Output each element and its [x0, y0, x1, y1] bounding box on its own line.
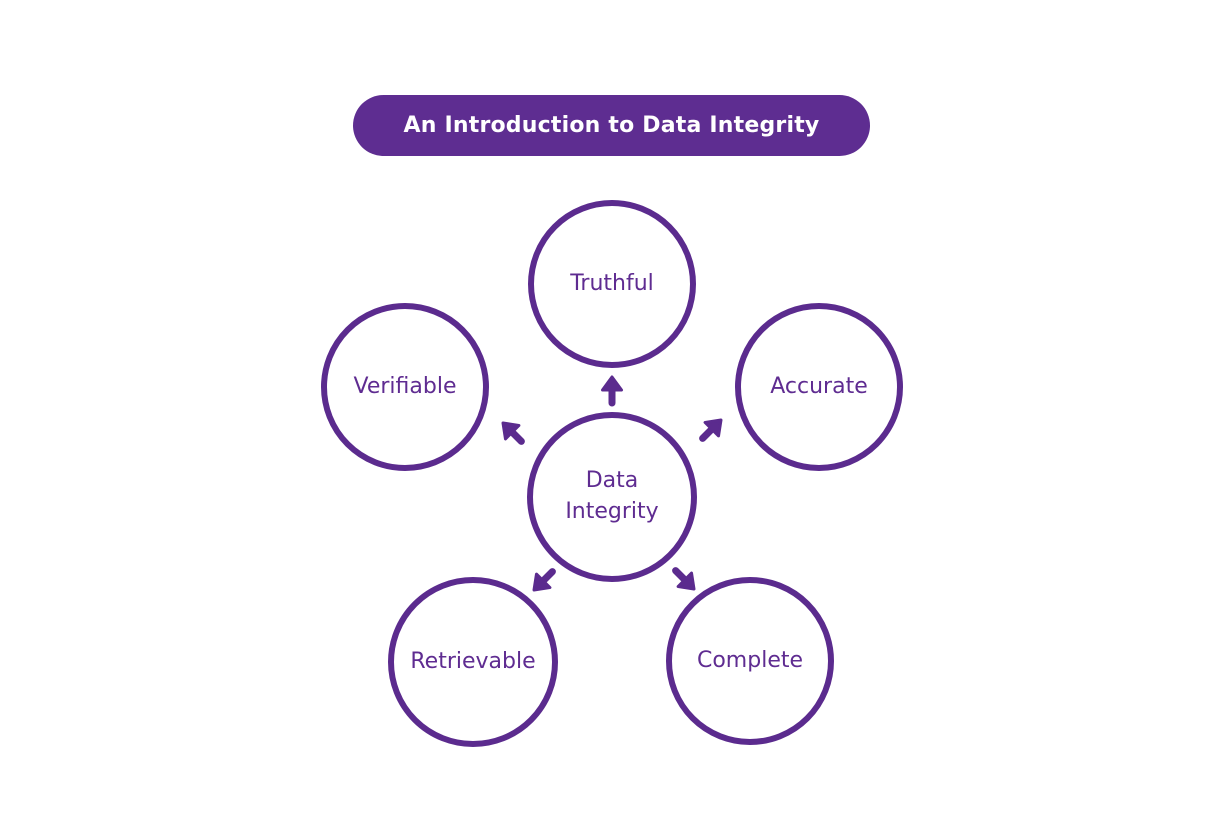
node-label: Complete — [696, 647, 804, 673]
title-banner: An Introduction to Data Integrity — [353, 95, 870, 156]
node-label: Truthful — [570, 270, 654, 296]
page-title: An Introduction to Data Integrity — [403, 113, 820, 138]
node-label: Verifiable — [353, 373, 457, 399]
node-accurate: Accurate — [735, 303, 903, 471]
arrow-to-retrievable-icon — [532, 568, 556, 592]
node-data-integrity: Data Integrity — [527, 412, 697, 582]
node-truthful: Truthful — [528, 200, 696, 368]
arrow-to-truthful-icon — [601, 375, 623, 407]
node-complete: Complete — [666, 577, 834, 745]
node-label: Accurate — [770, 373, 868, 399]
node-label: Retrievable — [410, 648, 536, 674]
arrow-to-accurate-icon — [699, 418, 723, 442]
node-verifiable: Verifiable — [321, 303, 489, 471]
arrow-to-complete-icon — [672, 567, 696, 591]
node-retrievable: Retrievable — [388, 577, 558, 747]
center-node-label: Data Integrity — [565, 468, 659, 524]
arrow-to-verifiable-icon — [501, 421, 525, 445]
